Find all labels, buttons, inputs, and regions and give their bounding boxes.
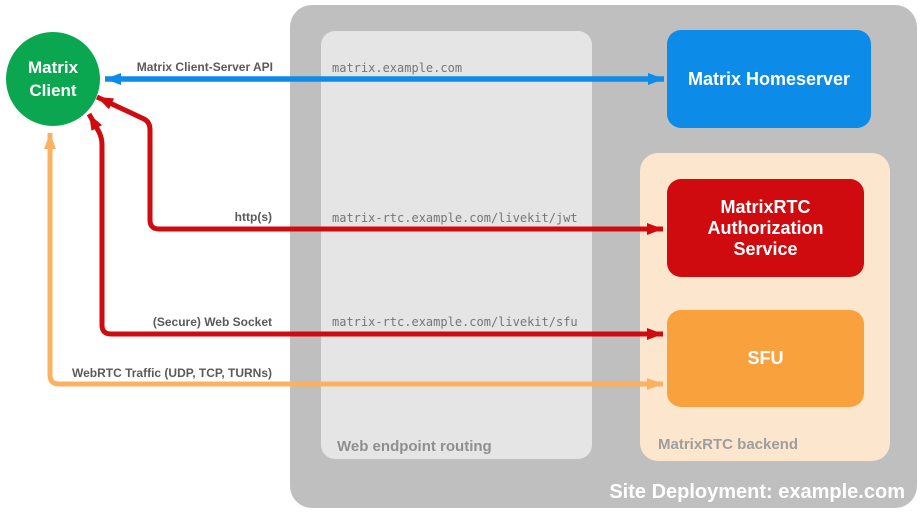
matrixrtc-backend-caption: MatrixRTC backend <box>658 436 799 453</box>
sfu-endpoint-url: matrix-rtc.example.com/livekit/sfu <box>332 315 578 329</box>
web-socket-edge-label: (Secure) Web Socket <box>152 315 272 329</box>
sfu-node: SFU <box>667 310 864 407</box>
web-endpoint-routing-caption: Web endpoint routing <box>337 438 492 455</box>
site-deployment-caption: Site Deployment: example.com <box>609 481 905 503</box>
matrixrtc-authorization-service-node: MatrixRTC Authorization Service <box>667 179 864 277</box>
webrtc-traffic-edge-label: WebRTC Traffic (UDP, TCP, TURNs) <box>71 366 272 380</box>
matrix-client-node: Matrix Client <box>6 32 100 126</box>
client-server-api-edge-label: Matrix Client-Server API <box>136 60 273 74</box>
jwt-endpoint-url: matrix-rtc.example.com/livekit/jwt <box>332 211 578 225</box>
https-edge-label: http(s) <box>234 210 272 224</box>
matrixrtc-authorization-service-label: MatrixRTC Authorization Service <box>707 196 824 259</box>
web-endpoint-routing-panel <box>321 31 592 459</box>
sfu-label: SFU <box>747 348 784 368</box>
matrix-homeserver-node: Matrix Homeserver <box>667 30 871 128</box>
homeserver-endpoint-url: matrix.example.com <box>332 61 463 75</box>
matrix-homeserver-label: Matrix Homeserver <box>687 68 851 89</box>
matrix-client-label: Matrix Client <box>27 58 79 100</box>
